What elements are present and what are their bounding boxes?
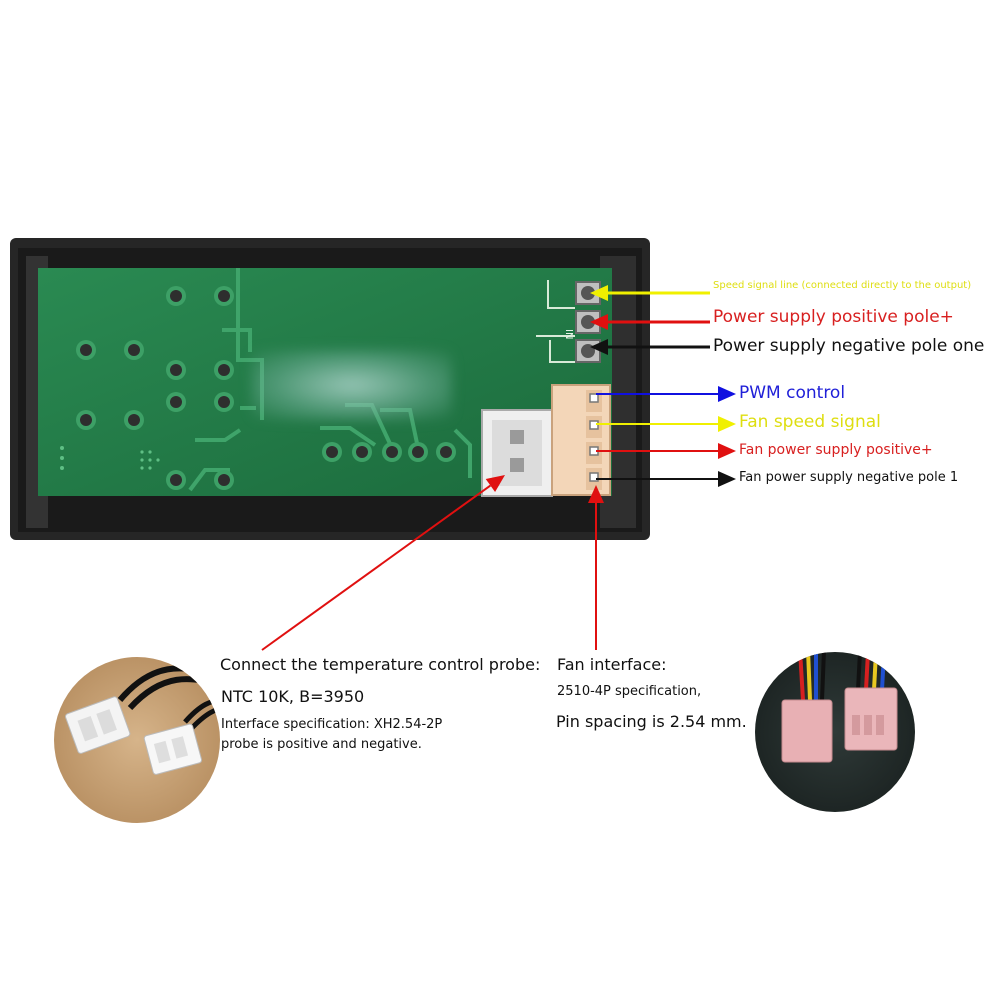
label-power-positive: Power supply positive pole+: [713, 307, 954, 327]
fan-info-text: Fan interface: 2510-4P specification, Pi…: [556, 655, 747, 731]
probe-title: Connect the temperature control probe:: [220, 655, 540, 674]
solder-pad: [76, 410, 96, 430]
arrow-power-positive: [590, 314, 710, 330]
solder-pad: [408, 442, 428, 462]
solder-pad: [166, 392, 186, 412]
solder-pad: [76, 340, 96, 360]
solder-pad: [166, 286, 186, 306]
label-power-negative: Power supply negative pole one: [713, 336, 984, 356]
solder-pad: [436, 442, 456, 462]
fan-spec: 2510-4P specification,: [557, 684, 701, 699]
in-marking: IN: [563, 329, 574, 339]
solder-pad: [124, 410, 144, 430]
label-speed-signal-line: Speed signal line (connected directly to…: [713, 280, 971, 291]
arrow-probe-socket: [261, 475, 505, 651]
label-fan-power-positive: Fan power supply positive+: [739, 442, 933, 458]
blurred-label-area: [252, 350, 452, 420]
fan-title: Fan interface:: [557, 655, 667, 674]
probe-interface: Interface specification: XH2.54-2P: [221, 717, 442, 732]
probe-ntc: NTC 10K, B=3950: [221, 687, 364, 706]
label-fan-speed-signal: Fan speed signal: [739, 412, 881, 432]
solder-pad: [166, 360, 186, 380]
solder-pad: [322, 442, 342, 462]
probe-info-text: Connect the temperature control probe: N…: [220, 655, 540, 752]
solder-pad: [352, 442, 372, 462]
callout-labels: Speed signal line (connected directly to…: [713, 280, 984, 485]
arrow-fan-power-negative: [596, 471, 736, 487]
input-terminal: IN: [563, 281, 601, 363]
arrow-power-negative: [590, 339, 710, 355]
solder-pad: [214, 360, 234, 380]
probe-polarity: probe is positive and negative.: [221, 737, 422, 752]
label-pwm-control: PWM control: [739, 383, 845, 403]
arrow-fan-socket: [588, 485, 604, 650]
solder-pads: [76, 286, 456, 490]
solder-pad: [166, 470, 186, 490]
arrow-pwm-control: [596, 386, 736, 402]
arrow-speed-signal-line: [590, 285, 710, 301]
solder-pad: [214, 470, 234, 490]
arrow-fan-speed-signal: [596, 416, 736, 432]
solder-pad: [214, 286, 234, 306]
fan-pitch: Pin spacing is 2.54 mm.: [556, 712, 747, 731]
solder-pad: [124, 340, 144, 360]
arrow-fan-power-positive: [596, 443, 736, 459]
solder-pad: [382, 442, 402, 462]
label-fan-power-negative: Fan power supply negative pole 1: [739, 470, 958, 485]
solder-pad: [214, 392, 234, 412]
fan-4p-connector-photo: [755, 652, 915, 812]
xh254-2p-connector-photo: [54, 657, 220, 823]
arrows: [261, 285, 736, 651]
